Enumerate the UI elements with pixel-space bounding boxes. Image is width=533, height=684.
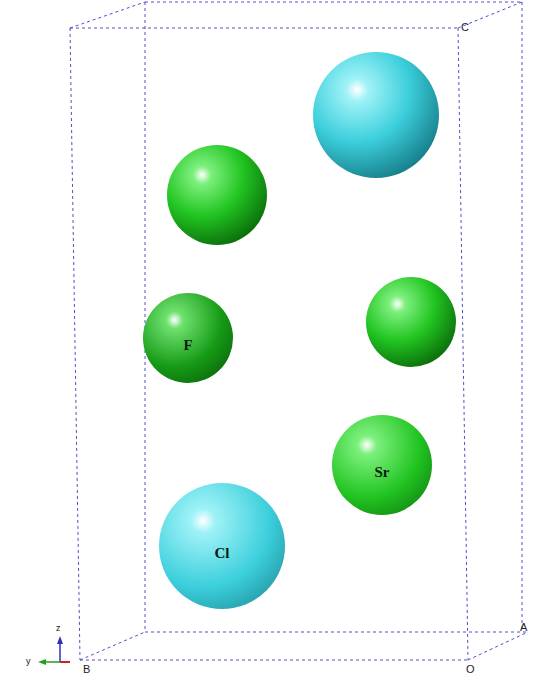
- corner-label: C: [461, 22, 469, 33]
- corner-label: A: [520, 622, 527, 633]
- axis-label: y: [26, 657, 31, 666]
- cell-edges: [70, 2, 528, 660]
- chlorine-atom: Cl: [159, 483, 285, 609]
- axis-label: z: [56, 624, 61, 633]
- corner-label: B: [83, 664, 90, 675]
- axis-triad: [38, 636, 70, 665]
- strontium-atom: Sr: [332, 415, 432, 515]
- atom-label: Sr: [375, 464, 390, 481]
- atom-label: Cl: [215, 545, 230, 562]
- corner-label: O: [466, 664, 475, 675]
- atom-label: F: [183, 337, 192, 354]
- fluorine-atom: F: [143, 293, 233, 383]
